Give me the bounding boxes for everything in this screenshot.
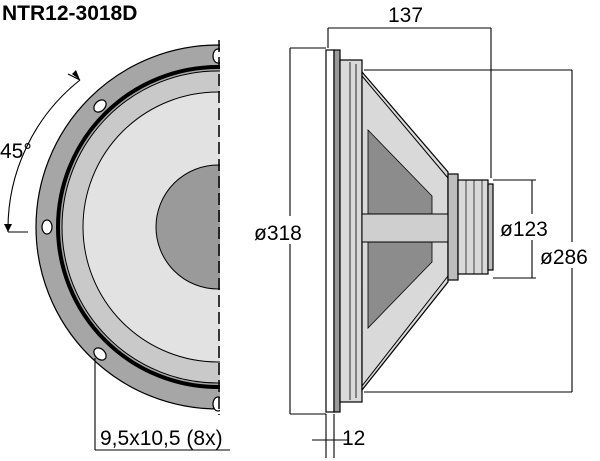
angle-label: 45° [0, 140, 32, 163]
basket-spoke [361, 213, 449, 243]
mounting-hole [212, 396, 220, 412]
magnet [457, 179, 489, 275]
mounting-hole [93, 347, 107, 361]
front-gasket [333, 49, 341, 413]
model-title: NTR12-3018D [2, 2, 137, 25]
cone [82, 91, 220, 363]
mounting-hole [212, 48, 220, 64]
angle-arc [7, 79, 81, 233]
gasket-ring [56, 65, 220, 389]
arrowhead [72, 70, 80, 80]
side-view [325, 49, 494, 413]
basket-spoke [361, 275, 449, 387]
depth-label: 137 [388, 4, 423, 27]
basket-rim [339, 59, 363, 403]
basket-spoke [361, 75, 449, 179]
arrowhead [4, 224, 12, 232]
magnet-plate [447, 173, 459, 281]
mounting-hole [41, 219, 53, 235]
front-flange [325, 49, 335, 413]
label-bg [498, 214, 560, 240]
angle-leader [67, 73, 81, 81]
magnet-diameter-label: ø123 [500, 218, 548, 241]
mounting-holes-label: 9,5x10,5 (8x) [100, 427, 223, 450]
label-bg [538, 242, 600, 268]
cutout-diameter-label: ø286 [540, 246, 588, 269]
front-view [35, 44, 220, 412]
magnet-back [487, 183, 494, 271]
label-bg [252, 216, 318, 244]
dust-cap [155, 164, 220, 290]
flange-thickness-label: 12 [342, 427, 365, 450]
mounting-hole [93, 99, 107, 113]
outer-diameter-label: ø318 [254, 222, 302, 245]
